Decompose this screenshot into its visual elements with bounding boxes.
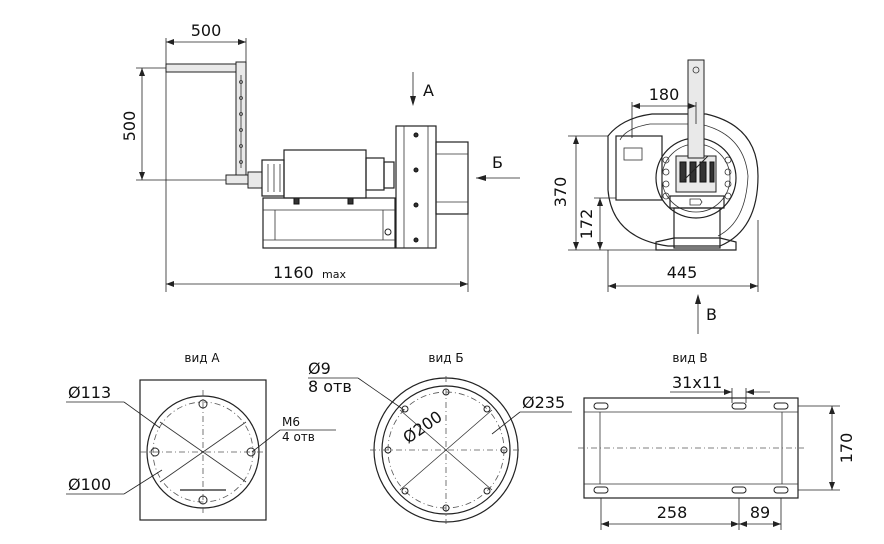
dim-side-height: 370 xyxy=(551,177,570,208)
front-view-dimensions: 180 370 172 445 В xyxy=(551,85,759,334)
view-b: вид Б Ø9 8 отв Ø235 Ø200 xyxy=(308,351,572,524)
motor-body xyxy=(283,149,367,199)
view-v-offset: 89 xyxy=(750,503,770,522)
view-v-title: вид В xyxy=(672,351,707,365)
fan-housing xyxy=(395,125,437,249)
dim-top-width: 500 xyxy=(191,21,222,40)
crank-handle-bar xyxy=(165,63,243,73)
gearbox xyxy=(261,159,285,197)
view-v: вид В 31x11 170 258 89 xyxy=(578,351,856,530)
view-b-hole-count: 8 отв xyxy=(308,377,352,396)
view-b-dia-outer: Ø235 xyxy=(522,393,565,412)
view-b-title: вид Б xyxy=(428,351,463,365)
view-a-title: вид А xyxy=(184,351,220,365)
dim-total-length-suffix: max xyxy=(322,268,346,281)
view-v-slot: 31x11 xyxy=(672,373,722,392)
view-a: вид А Ø113 Ø100 M6 4 отв xyxy=(66,351,336,521)
view-a-dia-inner: Ø100 xyxy=(68,475,111,494)
view-v-span: 258 xyxy=(657,503,688,522)
crank-hub xyxy=(225,174,249,185)
dim-side-width: 445 xyxy=(667,263,698,282)
view-a-hole-count: 4 отв xyxy=(282,430,315,444)
arrow-b-label: Б xyxy=(492,153,503,172)
view-b-hole-dia: Ø9 xyxy=(308,359,331,378)
base-frame xyxy=(262,197,396,249)
outlet-flange xyxy=(435,141,469,215)
arrow-v-label: В xyxy=(706,305,717,324)
view-a-hole-label: M6 xyxy=(282,415,300,429)
front-view xyxy=(607,59,759,251)
view-a-dia-outer: Ø113 xyxy=(68,383,111,402)
side-view-dimensions: 500 500 1160 max А Б xyxy=(120,21,520,292)
side-view xyxy=(165,61,469,249)
dim-total-length: 1160 xyxy=(273,263,314,282)
view-v-height: 170 xyxy=(837,433,856,464)
arrow-a-label: А xyxy=(423,81,434,100)
view-b-dia-pcd: Ø200 xyxy=(399,407,445,447)
dim-left-height: 500 xyxy=(120,111,139,142)
shaft-coupling xyxy=(247,171,263,189)
fan-scroll xyxy=(607,113,759,247)
dim-side-inner-height: 172 xyxy=(577,209,596,240)
dim-flange-offset: 180 xyxy=(649,85,680,104)
